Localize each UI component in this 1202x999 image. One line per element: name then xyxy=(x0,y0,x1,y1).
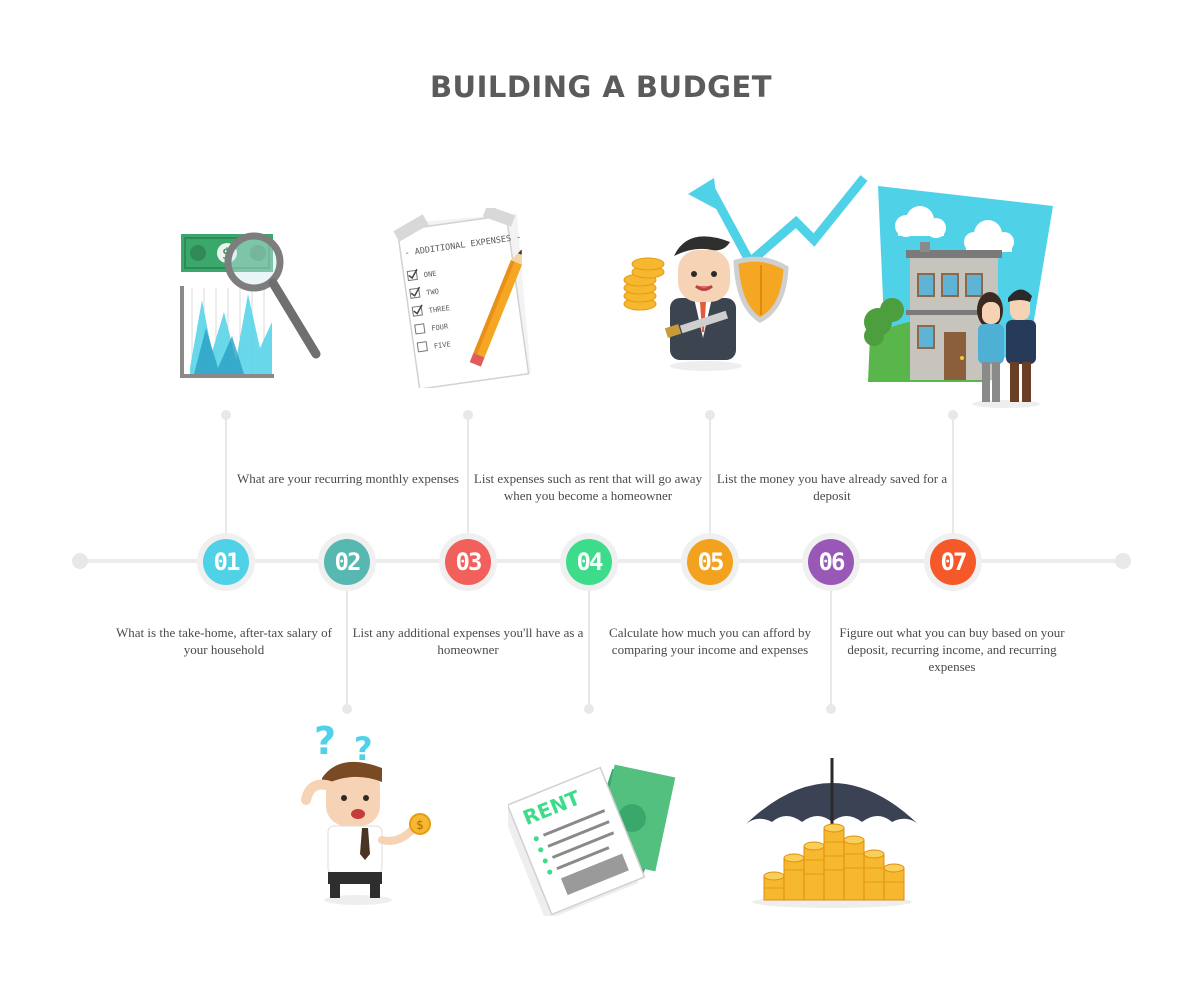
step-01-badge: 01 xyxy=(197,533,255,591)
step-number: 06 xyxy=(808,539,854,585)
step-number: 02 xyxy=(324,539,370,585)
step-07-description: Figure out what you can buy based on you… xyxy=(839,625,1065,674)
step-01-description: What is the take-home, after-tax salary … xyxy=(116,625,332,657)
svg-text:?: ? xyxy=(354,730,373,768)
step-number: 04 xyxy=(566,539,612,585)
step-02-description: What are your recurring monthly expenses xyxy=(236,471,459,486)
confused-man-coin-icon: ? ? $ xyxy=(301,719,431,905)
stem-dot-06 xyxy=(826,704,836,714)
svg-text:?: ? xyxy=(314,719,336,763)
stem-dot-04 xyxy=(584,704,594,714)
step-05-badge: 05 xyxy=(681,533,739,591)
step-03-description: List any additional expenses you'll have… xyxy=(352,625,584,657)
step-number: 01 xyxy=(203,539,249,585)
step-03-badge: 03 xyxy=(439,533,497,591)
timeline-start-cap xyxy=(72,553,88,569)
step-number: 03 xyxy=(445,539,491,585)
checklist-item: TWO xyxy=(426,287,440,297)
stem-dot-07 xyxy=(948,410,958,420)
step-number: 05 xyxy=(687,539,733,585)
rent-document-cash-icon: RENT xyxy=(508,764,676,916)
timeline-end-cap xyxy=(1115,553,1131,569)
step-number: 07 xyxy=(930,539,976,585)
step-06-description: List the money you have already saved fo… xyxy=(716,471,948,503)
stem-dot-05 xyxy=(705,410,715,420)
stem-01 xyxy=(225,415,227,535)
stem-dot-03 xyxy=(463,410,473,420)
checklist-item: FOUR xyxy=(431,322,450,332)
svg-text:$: $ xyxy=(416,818,424,832)
stem-02 xyxy=(346,590,348,708)
stem-04 xyxy=(588,590,590,708)
step-07-badge: 07 xyxy=(924,533,982,591)
stem-03 xyxy=(467,415,469,535)
stem-dot-02 xyxy=(342,704,352,714)
step-04-description: List expenses such as rent that will go … xyxy=(473,471,703,503)
checklist-item: THREE xyxy=(428,304,450,315)
step-04-badge: 04 xyxy=(560,533,618,591)
step-05-description: Calculate how much you can afford by com… xyxy=(609,625,811,657)
stem-dot-01 xyxy=(221,410,231,420)
umbrella-coins-icon xyxy=(744,758,920,908)
step-06-badge: 06 xyxy=(802,533,860,591)
step-02-badge: 02 xyxy=(318,533,376,591)
stem-05 xyxy=(709,415,711,535)
checklist-item: ONE xyxy=(423,270,437,280)
page-title: BUILDING A BUDGET xyxy=(429,70,773,104)
house-couple-icon xyxy=(864,186,1053,408)
dollar-magnifier-chart-icon: $ xyxy=(180,232,321,378)
stem-07 xyxy=(952,415,954,535)
checklist-pencil-icon: - ADDITIONAL EXPENSES - ONE TWO THREE FO… xyxy=(393,208,531,388)
stem-06 xyxy=(830,590,832,708)
businessman-shield-arrow-icon xyxy=(623,175,868,371)
checklist-item: FIVE xyxy=(433,340,451,350)
